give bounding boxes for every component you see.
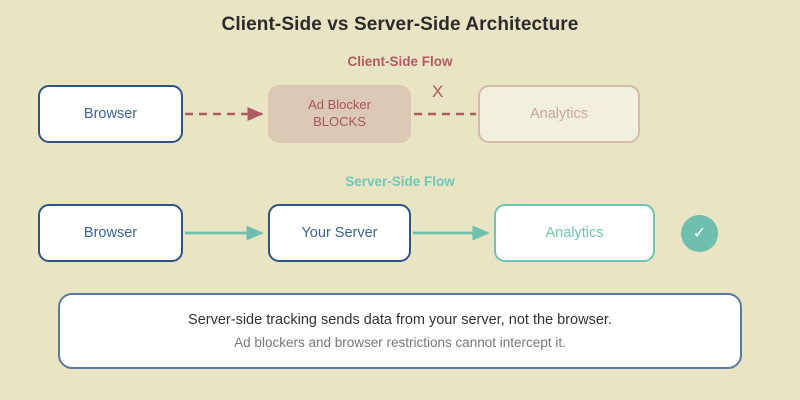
node-client-browser[interactable]: Browser <box>38 85 183 143</box>
node-client-analytics-blocked[interactable]: Analytics <box>478 85 640 143</box>
node-label: Browser <box>83 224 138 241</box>
page-title: Client-Side vs Server-Side Architecture <box>221 14 579 35</box>
client-flow-label: Client-Side Flow <box>347 54 453 69</box>
blocked-x-icon: X <box>432 82 444 101</box>
success-badge: ✓ <box>681 215 718 252</box>
note-line-1: Server-side tracking sends data from you… <box>188 312 612 328</box>
node-your-server[interactable]: Your Server <box>268 204 411 262</box>
node-label: Analytics <box>545 224 604 241</box>
note-line-2: Ad blockers and browser restrictions can… <box>234 335 566 350</box>
node-label-line1: Ad Blocker <box>308 97 371 113</box>
check-icon: ✓ <box>692 224 707 242</box>
node-label-line2: BLOCKS <box>313 114 366 129</box>
node-label: Analytics <box>529 105 589 122</box>
summary-note: Server-side tracking sends data from you… <box>58 293 742 369</box>
node-server-analytics[interactable]: Analytics <box>494 204 655 262</box>
node-ad-blocker[interactable]: Ad Blocker BLOCKS <box>268 85 411 143</box>
node-label: Browser <box>83 105 138 122</box>
node-server-browser[interactable]: Browser <box>38 204 183 262</box>
node-label: Your Server <box>301 224 378 241</box>
server-flow-label: Server-Side Flow <box>345 174 455 189</box>
